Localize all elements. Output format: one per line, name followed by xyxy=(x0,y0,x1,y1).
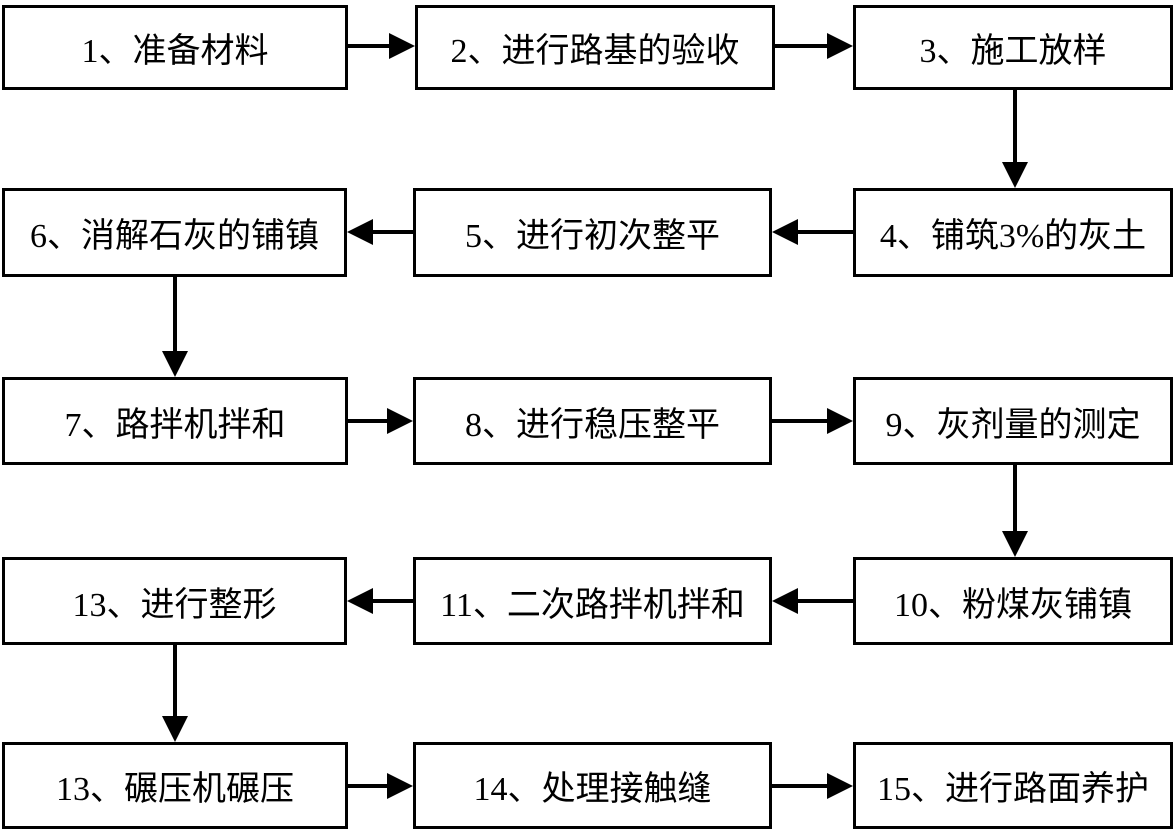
flow-node-5: 5、进行初次整平 xyxy=(413,188,772,277)
flow-node-11: 11、二次路拌机拌和 xyxy=(413,557,772,645)
flow-node-13a: 13、进行整形 xyxy=(2,557,347,645)
flow-node-7: 7、路拌机拌和 xyxy=(2,377,348,465)
flow-node-8: 8、进行稳压整平 xyxy=(413,377,772,465)
flow-node-6: 6、消解石灰的铺镇 xyxy=(2,188,347,277)
flow-node-10: 10、粉煤灰铺镇 xyxy=(853,557,1173,645)
flow-node-3: 3、施工放样 xyxy=(853,5,1173,90)
flow-node-4: 4、铺筑3%的灰土 xyxy=(853,188,1173,277)
flow-node-1: 1、准备材料 xyxy=(2,5,348,90)
flow-node-13b: 13、碾压机碾压 xyxy=(2,742,348,829)
flow-node-9: 9、灰剂量的测定 xyxy=(853,377,1173,465)
flow-node-2: 2、进行路基的验收 xyxy=(415,5,775,90)
flow-node-15: 15、进行路面养护 xyxy=(853,742,1173,829)
flow-node-14: 14、处理接触缝 xyxy=(413,742,772,829)
